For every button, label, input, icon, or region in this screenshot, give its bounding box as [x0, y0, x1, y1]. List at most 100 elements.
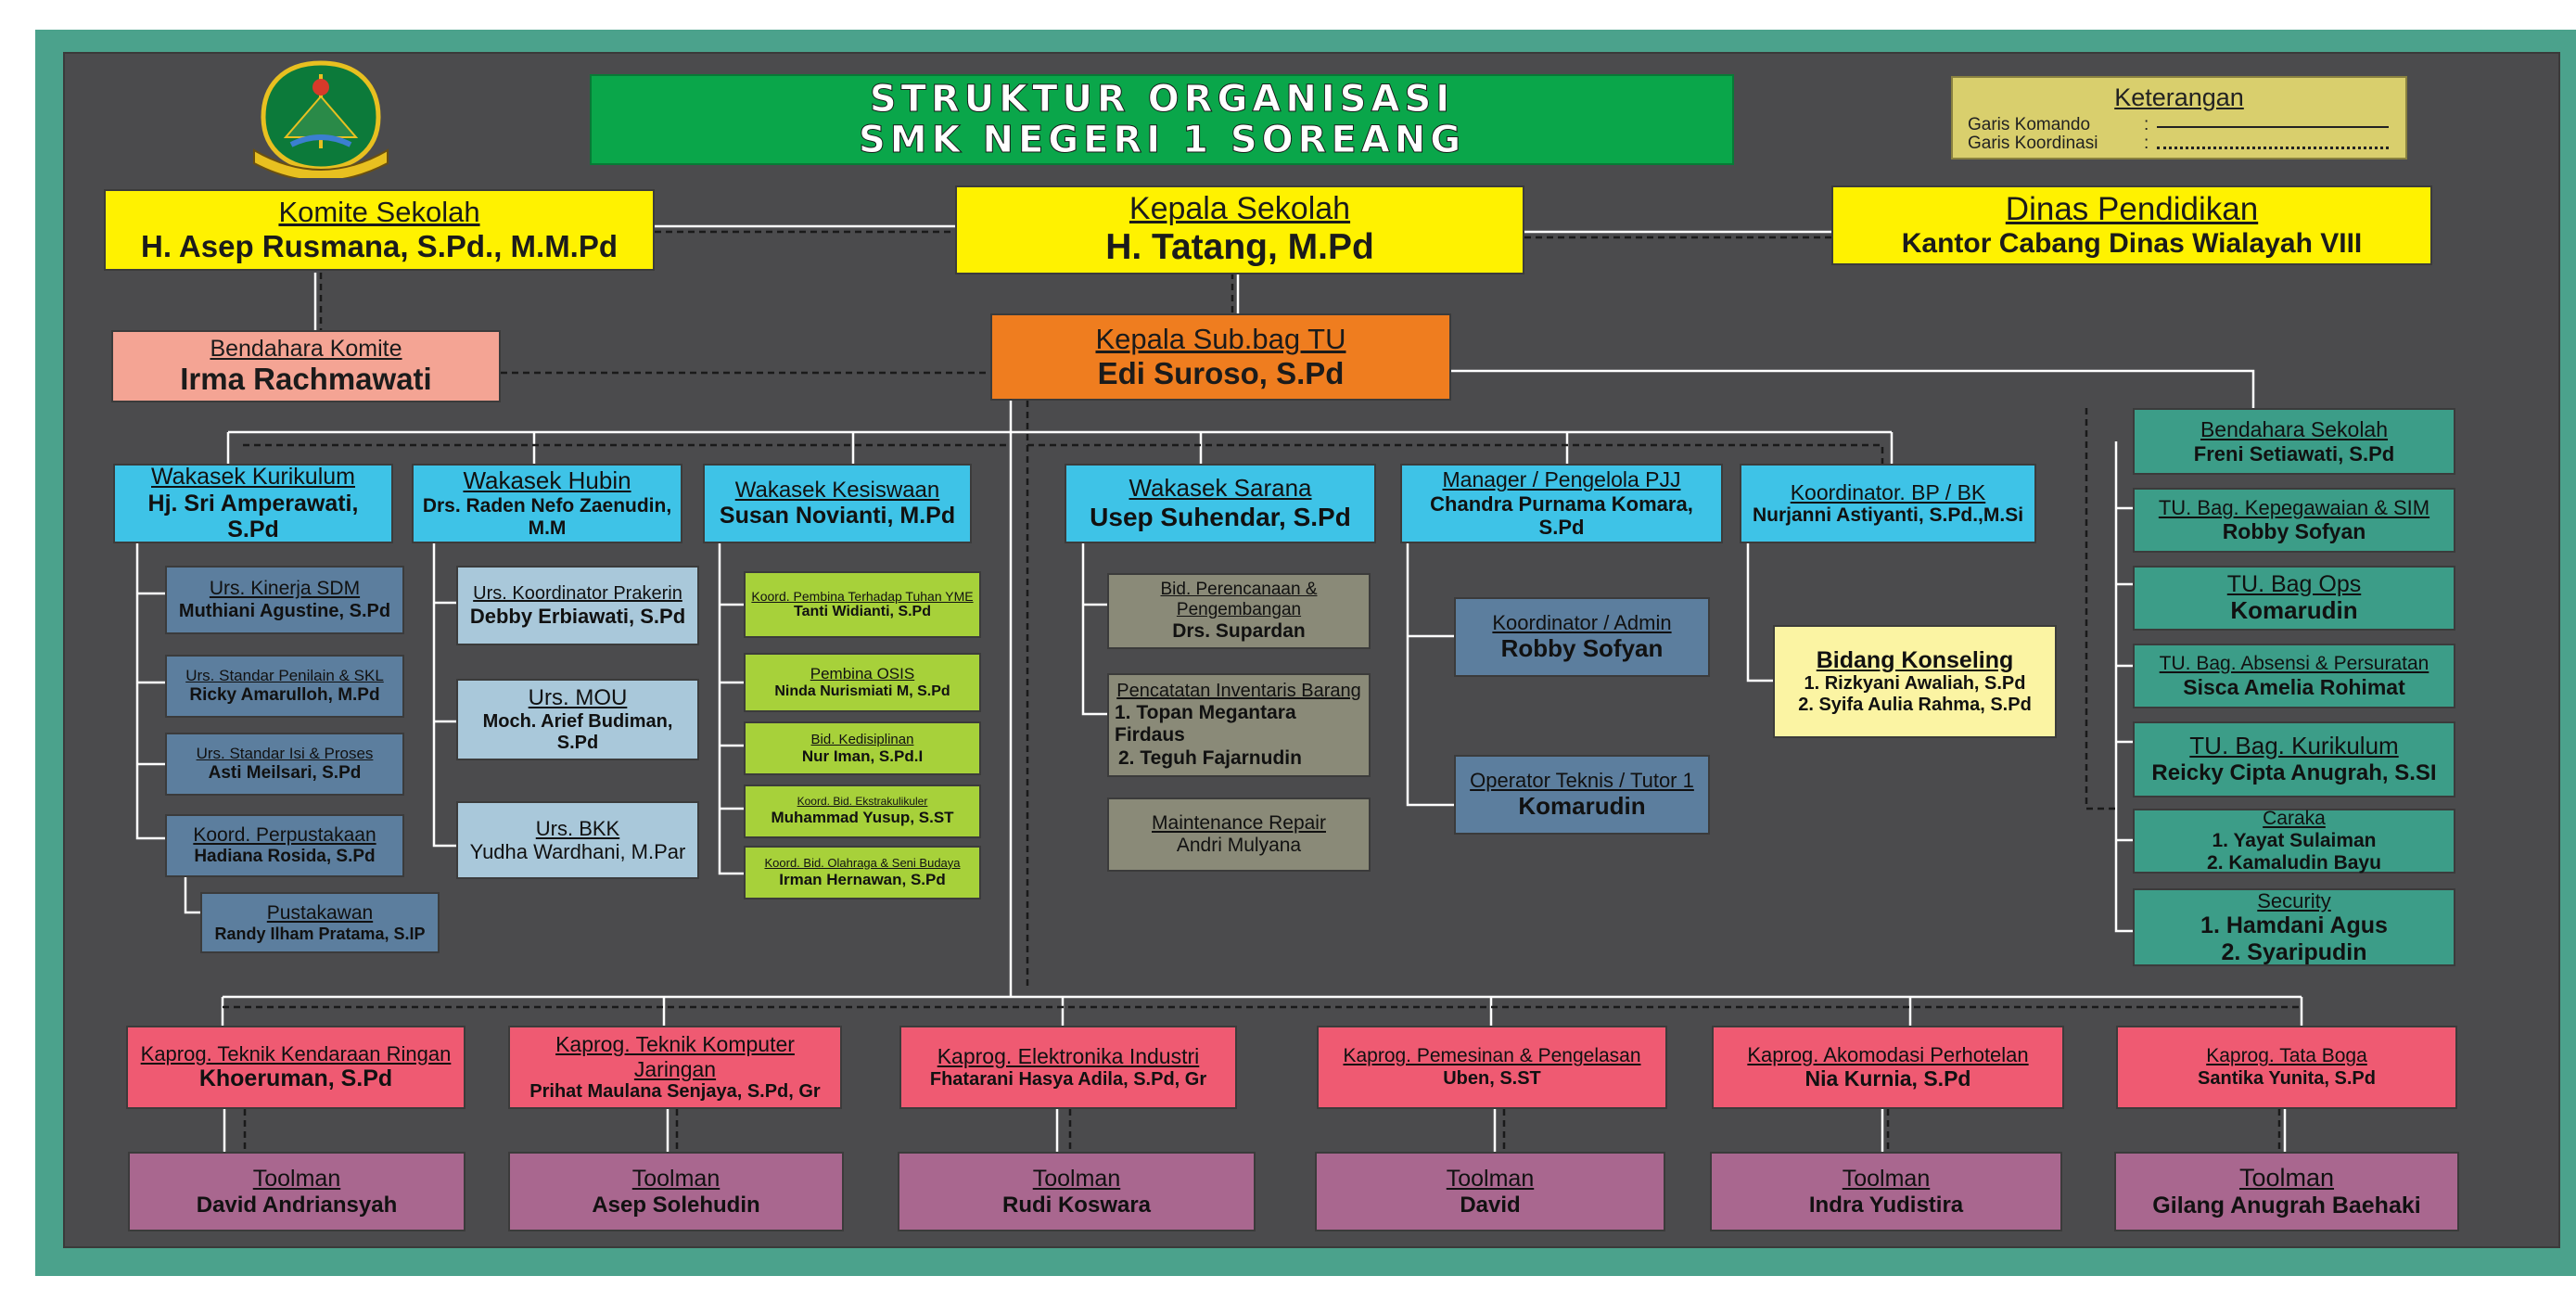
- item-name: Freni Setiawati, S.Pd: [2193, 441, 2395, 466]
- kaprog-box: Kaprog. Teknik Kendaraan Ringan Khoeruma…: [126, 1026, 465, 1109]
- item-title: TU. Bag. Kepegawaian & SIM: [2158, 496, 2430, 520]
- wakasek-kesiswaan-box: Wakasek Kesiswaan Susan Novianti, M.Pd: [703, 464, 972, 543]
- toolman-title: Toolman: [1446, 1165, 1535, 1192]
- sarana-item: Bid. Perencanaan & Pengembangan Drs. Sup…: [1107, 573, 1371, 649]
- dinas-pendidikan-box: Dinas Pendidikan Kantor Cabang Dinas Wia…: [1831, 185, 2432, 265]
- legend-komando-label: Garis Komando: [1968, 115, 2091, 134]
- item-name: Drs. Supardan: [1172, 619, 1306, 642]
- item-name: Asti Meilsari, S.Pd: [208, 762, 362, 783]
- item-title: TU. Bag. Absensi & Persuratan: [2159, 652, 2429, 674]
- wakasek-hubin-box: Wakasek Hubin Drs. Raden Nefo Zaenudin, …: [412, 464, 682, 543]
- item-name: Robby Sofyan: [1500, 633, 1664, 662]
- west-java-emblem-icon: [253, 60, 389, 178]
- bendahara-komite-box: Bendahara Komite Irma Rachmawati: [111, 330, 501, 402]
- kurikulum-item: Koord. Perpustakaan Hadiana Rosida, S.Pd: [165, 814, 404, 877]
- tu-item: TU. Bag. Kurikulum Reicky Cipta Anugrah,…: [2133, 721, 2455, 797]
- item-name: 2. Teguh Fajarnudin: [1118, 746, 1302, 769]
- konseling-title: Bidang Konseling: [1816, 646, 2014, 673]
- item-title: Maintenance Repair: [1152, 811, 1326, 834]
- kaprog-title: Kaprog. Pemesinan & Pengelasan: [1343, 1045, 1641, 1067]
- item-name: Ricky Amarulloh, M.Pd: [189, 684, 380, 705]
- item-title: TU. Bag. Kurikulum: [2189, 732, 2399, 760]
- komite-title: Komite Sekolah: [278, 196, 480, 229]
- item-title: Koord. Pembina Terhadap Tuhan YME: [751, 588, 974, 604]
- komite-name: H. Asep Rusmana, S.Pd., M.M.Pd: [140, 228, 618, 263]
- wakasek-name: Hj. Sri Amperawati, S.Pd: [147, 490, 359, 543]
- toolman-title: Toolman: [252, 1165, 341, 1192]
- kepala-name: H. Tatang, M.Pd: [1105, 227, 1374, 268]
- kurikulum-item: Urs. Kinerja SDM Muthiani Agustine, S.Pd: [165, 566, 404, 634]
- item-name: Muthiani Agustine, S.Pd: [178, 600, 391, 621]
- toolman-name: David Andriansyah: [196, 1192, 398, 1218]
- sarana-item: Pencatatan Inventaris Barang 1. Topan Me…: [1107, 673, 1371, 777]
- konseling-name: 2. Syifa Aulia Rahma, S.Pd: [1798, 695, 2032, 716]
- item-name: Yudha Wardhani, M.Par: [469, 840, 686, 863]
- pjj-name: Chandra Purnama Komara, S.Pd: [1430, 491, 1693, 540]
- legend: Keterangan Garis Komando : Garis Koordin…: [1951, 76, 2407, 159]
- tu-item: Caraka 1. Yayat Sulaiman 2. Kamaludin Ba…: [2133, 808, 2455, 874]
- kaprog-box: Kaprog. Pemesinan & Pengelasan Uben, S.S…: [1317, 1026, 1667, 1109]
- item-name: Debby Erbiawati, S.Pd: [469, 604, 686, 628]
- manager-pjj-box: Manager / Pengelola PJJ Chandra Purnama …: [1400, 464, 1723, 543]
- item-title: Urs. MOU: [528, 685, 628, 711]
- bendahara-komite-title: Bendahara Komite: [210, 335, 402, 362]
- wakasek-kurikulum-box: Wakasek Kurikulum Hj. Sri Amperawati, S.…: [113, 464, 393, 543]
- subbag-tu-name: Edi Suroso, S.Pd: [1097, 355, 1345, 390]
- kaprog-name: Khoeruman, S.Pd: [198, 1065, 393, 1092]
- kesiswaan-item: Koord. Bid. Olahraga & Seni Budaya Irman…: [744, 846, 981, 899]
- toolman-box: Toolman David Andriansyah: [128, 1152, 465, 1231]
- item-name: Komarudin: [2230, 596, 2358, 625]
- item-name: Irman Hernawan, S.Pd: [779, 870, 946, 888]
- subbag-tu-title: Kepala Sub.bag TU: [1095, 323, 1346, 356]
- item-name: 2. Syaripudin: [2221, 938, 2367, 965]
- komite-sekolah-box: Komite Sekolah H. Asep Rusmana, S.Pd., M…: [104, 189, 655, 271]
- legend-dashed-line: [2157, 147, 2389, 149]
- legend-colon: :: [2144, 115, 2149, 134]
- item-title: Bendahara Sekolah: [2200, 417, 2389, 442]
- kurikulum-item: Pustakawan Randy Ilham Pratama, S.IP: [200, 892, 440, 953]
- item-title: Bid. Perencanaan & Pengembangan: [1160, 580, 1318, 619]
- toolman-name: Gilang Anugrah Baehaki: [2152, 1193, 2421, 1219]
- wakasek-name: Usep Suhendar, S.Pd: [1090, 502, 1351, 531]
- kepala-sekolah-box: Kepala Sekolah H. Tatang, M.Pd: [955, 185, 1524, 274]
- kesiswaan-item: Bid. Kedisiplinan Nur Iman, S.Pd.I: [744, 721, 981, 775]
- tu-item: Bendahara Sekolah Freni Setiawati, S.Pd: [2133, 408, 2455, 475]
- item-name: 1. Yayat Sulaiman: [2212, 829, 2377, 851]
- toolman-box: Toolman Indra Yudistira: [1710, 1152, 2062, 1231]
- kepala-title: Kepala Sekolah: [1129, 191, 1351, 227]
- item-name: Komarudin: [1518, 791, 1646, 820]
- toolman-box: Toolman Rudi Koswara: [898, 1152, 1256, 1231]
- wakasek-title: Wakasek Kurikulum: [151, 463, 355, 490]
- item-name: Reicky Cipta Anugrah, S.SI: [2151, 760, 2437, 786]
- item-name: Sisca Amelia Rohimat: [2183, 674, 2405, 699]
- item-title: Koordinator / Admin: [1492, 611, 1672, 635]
- pjj-title: Manager / Pengelola PJJ: [1442, 467, 1681, 492]
- item-title: Urs. Koordinator Prakerin: [473, 582, 682, 604]
- item-title: Koord. Perpustakaan: [193, 824, 376, 846]
- dinas-name: Kantor Cabang Dinas Wialayah VIII: [1901, 227, 2363, 259]
- kaprog-name: Uben, S.ST: [1443, 1067, 1541, 1089]
- tu-item: TU. Bag. Kepegawaian & SIM Robby Sofyan: [2133, 488, 2455, 553]
- item-name: Tanti Widianti, S.Pd: [794, 603, 931, 619]
- item-name: Nur Iman, S.Pd.I: [801, 746, 924, 765]
- kaprog-name: Prihat Maulana Senjaya, S.Pd, Gr: [529, 1080, 821, 1102]
- item-title: Urs. Standar Isi & Proses: [196, 745, 374, 763]
- toolman-name: David: [1460, 1192, 1521, 1218]
- kaprog-box: Kaprog. Tata Boga Santika Yunita, S.Pd: [2116, 1026, 2457, 1109]
- pjj-item: Koordinator / Admin Robby Sofyan: [1454, 597, 1710, 677]
- kaprog-box: Kaprog. Teknik Komputer Jaringan Prihat …: [508, 1026, 842, 1109]
- toolman-name: Indra Yudistira: [1808, 1192, 1964, 1218]
- item-title: Pembina OSIS: [810, 665, 915, 683]
- item-name: Ninda Nurismiati M, S.Pd: [774, 683, 950, 699]
- bendahara-komite-name: Irma Rachmawati: [180, 362, 432, 397]
- item-title: Pencatatan Inventaris Barang: [1116, 681, 1361, 702]
- toolman-title: Toolman: [2238, 1164, 2335, 1193]
- item-title: Bid. Kedisiplinan: [810, 731, 914, 747]
- wakasek-name: Drs. Raden Nefo Zaenudin, M.M: [422, 494, 672, 539]
- legend-title: Keterangan: [2114, 83, 2244, 111]
- item-name: 1. Topan Megantara Firdaus: [1115, 702, 1296, 746]
- wakasek-name: Susan Novianti, M.Pd: [719, 503, 956, 529]
- kaprog-title: Kaprog. Tata Boga: [2206, 1045, 2367, 1067]
- kaprog-title: Kaprog. Elektronika Industri: [937, 1044, 1200, 1069]
